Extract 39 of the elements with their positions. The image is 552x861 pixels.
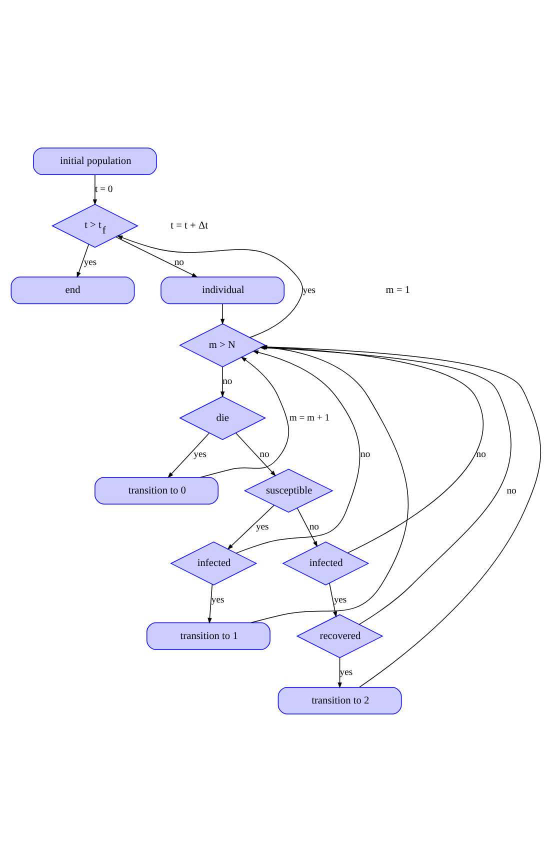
edge-label: yes [302,284,316,296]
edge-label: no [476,448,486,460]
edge-label: yes [334,594,347,605]
node-box: initial population [33,147,157,175]
arrow [338,657,342,688]
arrow [116,235,303,338]
edge-label: yes [340,666,353,678]
node-box: transition to 2 [278,686,402,714]
edge-label: m = m + 1 [289,412,330,424]
arrow [227,504,275,550]
arrow [116,236,198,277]
arrow [220,302,225,324]
edge-label: yes [256,521,269,532]
arrow [220,366,225,397]
arrow [236,350,360,554]
edge-label: no [360,448,370,460]
arrow [168,432,210,478]
arrow [329,582,338,617]
edge-label: no [260,448,270,460]
label: t = t + Δt [170,220,208,232]
arrow [208,584,213,624]
arrow [236,432,276,476]
node-box: transition to 1 [146,622,270,650]
arrow [76,244,89,278]
edge-label: no [506,484,516,496]
arrow [297,507,318,547]
node-diamond: recovered [296,614,384,658]
edge-label: no [309,521,319,532]
node-box: individual [160,276,284,304]
node-box: transition to 0 [94,476,218,504]
arrow [200,356,289,478]
node-box: end [10,276,135,304]
node-diamond: die [179,396,266,440]
edge-label: no [174,256,184,268]
edge-label: yes [194,448,206,460]
edge-label: yes [84,256,97,268]
label: m = 1 [386,284,410,296]
edge-label: yes [211,594,224,605]
node-diamond: infected [170,541,258,585]
